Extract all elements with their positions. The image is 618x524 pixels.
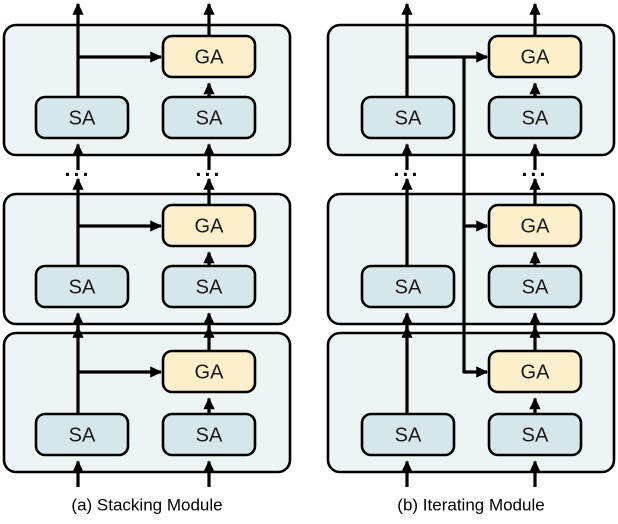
panel-a: SA SA GA ··· ··· <box>2 2 292 515</box>
ga-block-label: GA <box>195 47 225 69</box>
sa-block-left <box>34 95 130 140</box>
sa-block-left-label: SA <box>395 425 422 447</box>
panel-b: SA SA GA ··· ··· SA SA <box>326 2 616 515</box>
panel-b-ellipsis-row-upper: ··· ··· <box>394 164 547 187</box>
sa-block-left-label: SA <box>395 108 422 130</box>
panel-b-layer-2: SA SA GA <box>326 177 616 339</box>
panel-a-ellipsis-row-upper: ··· ··· <box>65 164 221 187</box>
panel-a-layer-2: SA SA GA <box>2 177 292 339</box>
sa-block-right-label: SA <box>522 108 549 130</box>
ga-block-label: GA <box>521 362 551 384</box>
sa-block-right-label: SA <box>522 425 549 447</box>
sa-block-right-label: SA <box>196 425 223 447</box>
sa-block-right-label: SA <box>196 108 223 130</box>
panel-a-layer-3: SA SA GA <box>2 2 292 170</box>
sa-block-left-label: SA <box>69 277 96 299</box>
sa-block-right-label: SA <box>522 277 549 299</box>
sa-block-left-label: SA <box>395 277 422 299</box>
sa-block-left-label: SA <box>69 425 96 447</box>
panel-b-layer-3: SA SA GA <box>326 2 616 170</box>
ga-block-label: GA <box>195 216 225 238</box>
ga-block-label: GA <box>521 47 551 69</box>
ga-block-label: GA <box>521 216 551 238</box>
sa-block-left-label: SA <box>69 108 96 130</box>
sa-block-left <box>34 264 130 309</box>
panel-a-layer-1: SA SA GA <box>2 325 292 487</box>
panel-b-caption: (b) Iterating Module <box>397 496 544 515</box>
panel-b-layer-1: SA SA GA <box>326 325 616 487</box>
sa-block-left <box>34 412 130 457</box>
sa-block-right-label: SA <box>196 277 223 299</box>
ga-block-label: GA <box>195 362 225 384</box>
edge-iterating-trunk <box>462 57 489 378</box>
panel-a-caption: (a) Stacking Module <box>71 496 222 515</box>
